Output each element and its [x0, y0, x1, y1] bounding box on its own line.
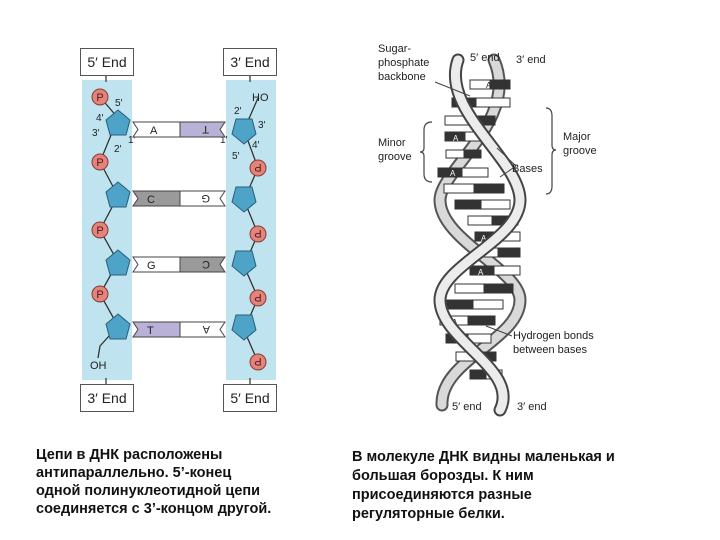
phosphate-right-2: P — [249, 225, 267, 243]
hbonds-label: Hydrogen bonds — [513, 330, 594, 342]
svg-text:C: C — [147, 194, 155, 206]
base-left — [132, 121, 181, 138]
phosphate-right-1: P — [249, 159, 267, 177]
carbon-label-right: 5′ — [232, 151, 240, 162]
sugar-pentagon — [105, 249, 131, 276]
carbon-label-right: 2′ — [234, 106, 242, 117]
base-pair-1: A T — [132, 121, 226, 138]
top-3-end-label: 3′ end — [516, 54, 546, 66]
carbon-label-left: 5′ — [115, 98, 123, 109]
rung-letter: A — [453, 134, 459, 143]
backbone-label: Sugar- — [378, 43, 411, 55]
svg-text:P: P — [254, 227, 261, 239]
top-5-end-label: 5′ end — [470, 52, 500, 64]
svg-text:A: A — [150, 125, 158, 137]
sugar-pentagon — [105, 109, 131, 136]
sugar-pentagon — [105, 181, 131, 208]
carbon-label-right: 3′ — [258, 120, 266, 131]
top-right-end-label: 3′ End — [223, 48, 277, 76]
sugar-pentagon — [105, 313, 131, 340]
rung-letter: A — [481, 234, 487, 243]
svg-text:C: C — [202, 258, 210, 270]
phosphate-right-4: P — [249, 353, 267, 371]
caption-line: большая борозды. К ним — [352, 468, 534, 484]
svg-text:A: A — [202, 323, 210, 335]
carbon-label-left: 1′ — [128, 135, 136, 146]
phosphate-left-2: P — [91, 153, 109, 171]
hydroxyl-label-left: OH — [90, 360, 107, 372]
carbon-label-right: 1′ — [220, 135, 228, 146]
carbon-label-left: 2′ — [114, 144, 122, 155]
bottom-5-end-label: 5′ end — [452, 401, 482, 413]
sugar-pentagon — [231, 186, 257, 213]
double-helix-diagram: A A A A A A A Sugar- phosphate backbone … — [378, 43, 597, 417]
top-left-end-label: 5′ End — [80, 48, 134, 76]
minor-groove-bracket — [419, 121, 433, 183]
caption-line: антипараллельно. 5’-конец — [36, 465, 232, 481]
phosphate-right-3: P — [249, 289, 267, 307]
caption-line: регуляторные белки. — [352, 506, 505, 522]
right-caption: В молекуле ДНК видны маленькая и большая… — [352, 448, 692, 524]
base-right — [179, 190, 226, 207]
caption-line: одной полинуклеотидной цепи — [36, 483, 261, 499]
caption-line: В молекуле ДНК видны маленькая и — [352, 449, 615, 465]
base-pair-2: C G — [132, 190, 226, 207]
rung-letter: A — [478, 268, 484, 277]
sugar-pentagon — [231, 314, 257, 341]
rung-letter: A — [450, 169, 456, 178]
bottom-right-end-label: 5′ End — [223, 384, 277, 412]
bases-label: Bases — [512, 163, 543, 175]
hbonds-label: between bases — [513, 344, 587, 356]
svg-text:P: P — [96, 157, 103, 169]
carbon-label-left: 4′ — [96, 113, 104, 124]
caption-line: соединяется с 3’-концом другой. — [36, 501, 272, 517]
svg-text:G: G — [201, 192, 210, 204]
svg-text:G: G — [147, 260, 156, 272]
backbone-label: phosphate — [378, 57, 429, 69]
base-right — [179, 121, 226, 138]
backbone-label: backbone — [378, 71, 426, 83]
bottom-3-end-label: 3′ end — [517, 401, 547, 413]
major-groove-label: Major — [563, 131, 591, 143]
sugar-pentagon — [231, 118, 257, 145]
base-left — [132, 190, 181, 207]
base-left — [132, 256, 181, 273]
hydroxyl-label-right: HO — [252, 92, 269, 104]
minor-groove-label: groove — [378, 151, 412, 163]
svg-text:P: P — [96, 225, 103, 237]
left-caption: Цепи в ДНК расположены антипараллельно. … — [36, 446, 336, 518]
svg-text:T: T — [147, 325, 154, 337]
rung-letter: A — [486, 81, 492, 90]
phosphate-left-3: P — [91, 221, 109, 239]
bottom-left-end-label: 3′ End — [80, 384, 134, 412]
major-groove-label: groove — [563, 145, 597, 157]
caption-line: присоединяются разные — [352, 487, 532, 503]
svg-text:P: P — [96, 289, 103, 301]
svg-text:P: P — [96, 92, 103, 104]
phosphate-left-4: P — [91, 285, 109, 303]
carbon-label-right: 4′ — [252, 140, 260, 151]
base-left — [132, 321, 181, 338]
base-pair-3: G C — [132, 256, 226, 273]
major-groove-bracket — [545, 107, 557, 195]
sugar-pentagon — [231, 250, 257, 277]
svg-text:P: P — [254, 291, 261, 303]
base-right — [179, 256, 226, 273]
caption-line: Цепи в ДНК расположены — [36, 447, 223, 463]
minor-groove-label: Minor — [378, 137, 406, 149]
phosphate-left-1: P — [91, 88, 109, 106]
svg-text:P: P — [254, 161, 261, 173]
svg-text:P: P — [254, 355, 261, 367]
carbon-label-left: 3′ — [92, 128, 100, 139]
base-pair-4: T A — [132, 321, 226, 338]
svg-text:T: T — [202, 123, 209, 135]
base-right — [179, 321, 226, 338]
